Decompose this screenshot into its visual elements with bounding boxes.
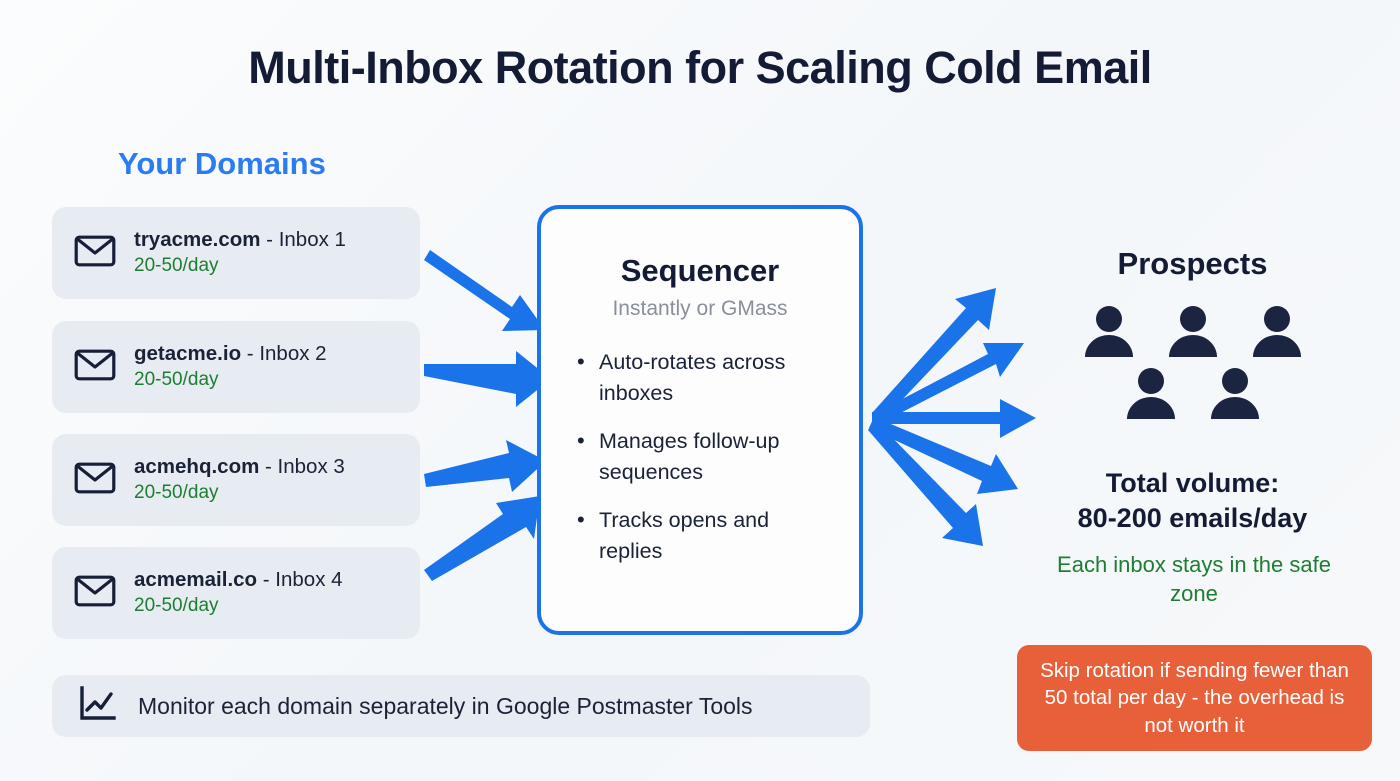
envelope-icon [74, 349, 116, 386]
monitor-bar[interactable]: Monitor each domain separately in Google… [52, 675, 870, 737]
domain-card-text: acmemail.co - Inbox 4 20-50/day [134, 567, 343, 619]
total-volume: Total volume: 80-200 emails/day [1020, 466, 1365, 535]
domain-card-volume: 20-50/day [134, 482, 219, 504]
inbound-arrows [424, 250, 551, 581]
domain-card-title: acmehq.com - Inbox 3 [134, 454, 345, 479]
people-row [1020, 305, 1365, 357]
person-icon [1126, 368, 1175, 419]
domain-name: acmemail.co [134, 568, 258, 592]
envelope-icon [74, 575, 116, 612]
outbound-arrows [868, 288, 1036, 546]
line-chart-icon [78, 685, 118, 728]
total-volume-value: 80-200 emails/day [1077, 502, 1308, 533]
domain-card-text: getacme.io - Inbox 2 20-50/day [134, 341, 327, 393]
domain-name: acmehq.com [134, 455, 260, 479]
domain-card-title: getacme.io - Inbox 2 [134, 341, 327, 366]
envelope-icon [74, 235, 116, 272]
list-item: Tracks opens and replies [575, 504, 825, 566]
inbox-label: - Inbox 2 [241, 342, 327, 366]
domain-card-volume: 20-50/day [134, 595, 219, 617]
total-volume-label: Total volume: [1105, 468, 1280, 498]
domain-card[interactable]: acmehq.com - Inbox 3 20-50/day [52, 434, 420, 526]
domain-card[interactable]: getacme.io - Inbox 2 20-50/day [52, 321, 420, 413]
domain-card-text: acmehq.com - Inbox 3 20-50/day [134, 454, 345, 506]
inbox-label: - Inbox 1 [260, 228, 346, 252]
envelope-icon [74, 462, 116, 499]
domain-name: tryacme.com [134, 228, 261, 252]
list-item: Auto-rotates across inboxes [575, 346, 825, 408]
your-domains-heading: Your Domains [118, 146, 326, 181]
safe-zone-note: Each inbox stays in the safe zone [1057, 552, 1331, 607]
warning-text: Skip rotation if sending fewer than 50 t… [1040, 659, 1349, 737]
person-icon [1168, 306, 1217, 357]
sequencer-feature-list: Auto-rotates across inboxes Manages foll… [575, 346, 859, 566]
domain-card-text: tryacme.com - Inbox 1 20-50/day [134, 227, 346, 279]
domain-card-title: tryacme.com - Inbox 1 [134, 227, 346, 252]
domain-name: getacme.io [134, 342, 242, 366]
person-icon [1084, 306, 1133, 357]
sequencer-subtitle: Instantly or GMass [612, 297, 788, 320]
inbox-label: - Inbox 3 [259, 455, 345, 479]
person-icon [1252, 306, 1301, 357]
domain-card[interactable]: acmemail.co - Inbox 4 20-50/day [52, 547, 420, 639]
prospects-title: Prospects [1117, 246, 1268, 281]
domain-card-volume: 20-50/day [134, 255, 219, 277]
people-row [1020, 367, 1365, 419]
sequencer-card[interactable]: Sequencer Instantly or GMass Auto-rotate… [537, 205, 863, 635]
page-title: Multi-Inbox Rotation for Scaling Cold Em… [248, 42, 1152, 93]
warning-callout: Skip rotation if sending fewer than 50 t… [1017, 645, 1372, 751]
inbox-label: - Inbox 4 [257, 568, 343, 592]
list-item: Manages follow-up sequences [575, 425, 825, 487]
monitor-label: Monitor each domain separately in Google… [138, 692, 753, 719]
domain-card-title: acmemail.co - Inbox 4 [134, 567, 343, 592]
prospects-people-group [1020, 305, 1365, 419]
domain-card-volume: 20-50/day [134, 369, 219, 391]
domain-card[interactable]: tryacme.com - Inbox 1 20-50/day [52, 207, 420, 299]
sequencer-title: Sequencer [620, 253, 780, 288]
person-icon [1210, 368, 1259, 419]
